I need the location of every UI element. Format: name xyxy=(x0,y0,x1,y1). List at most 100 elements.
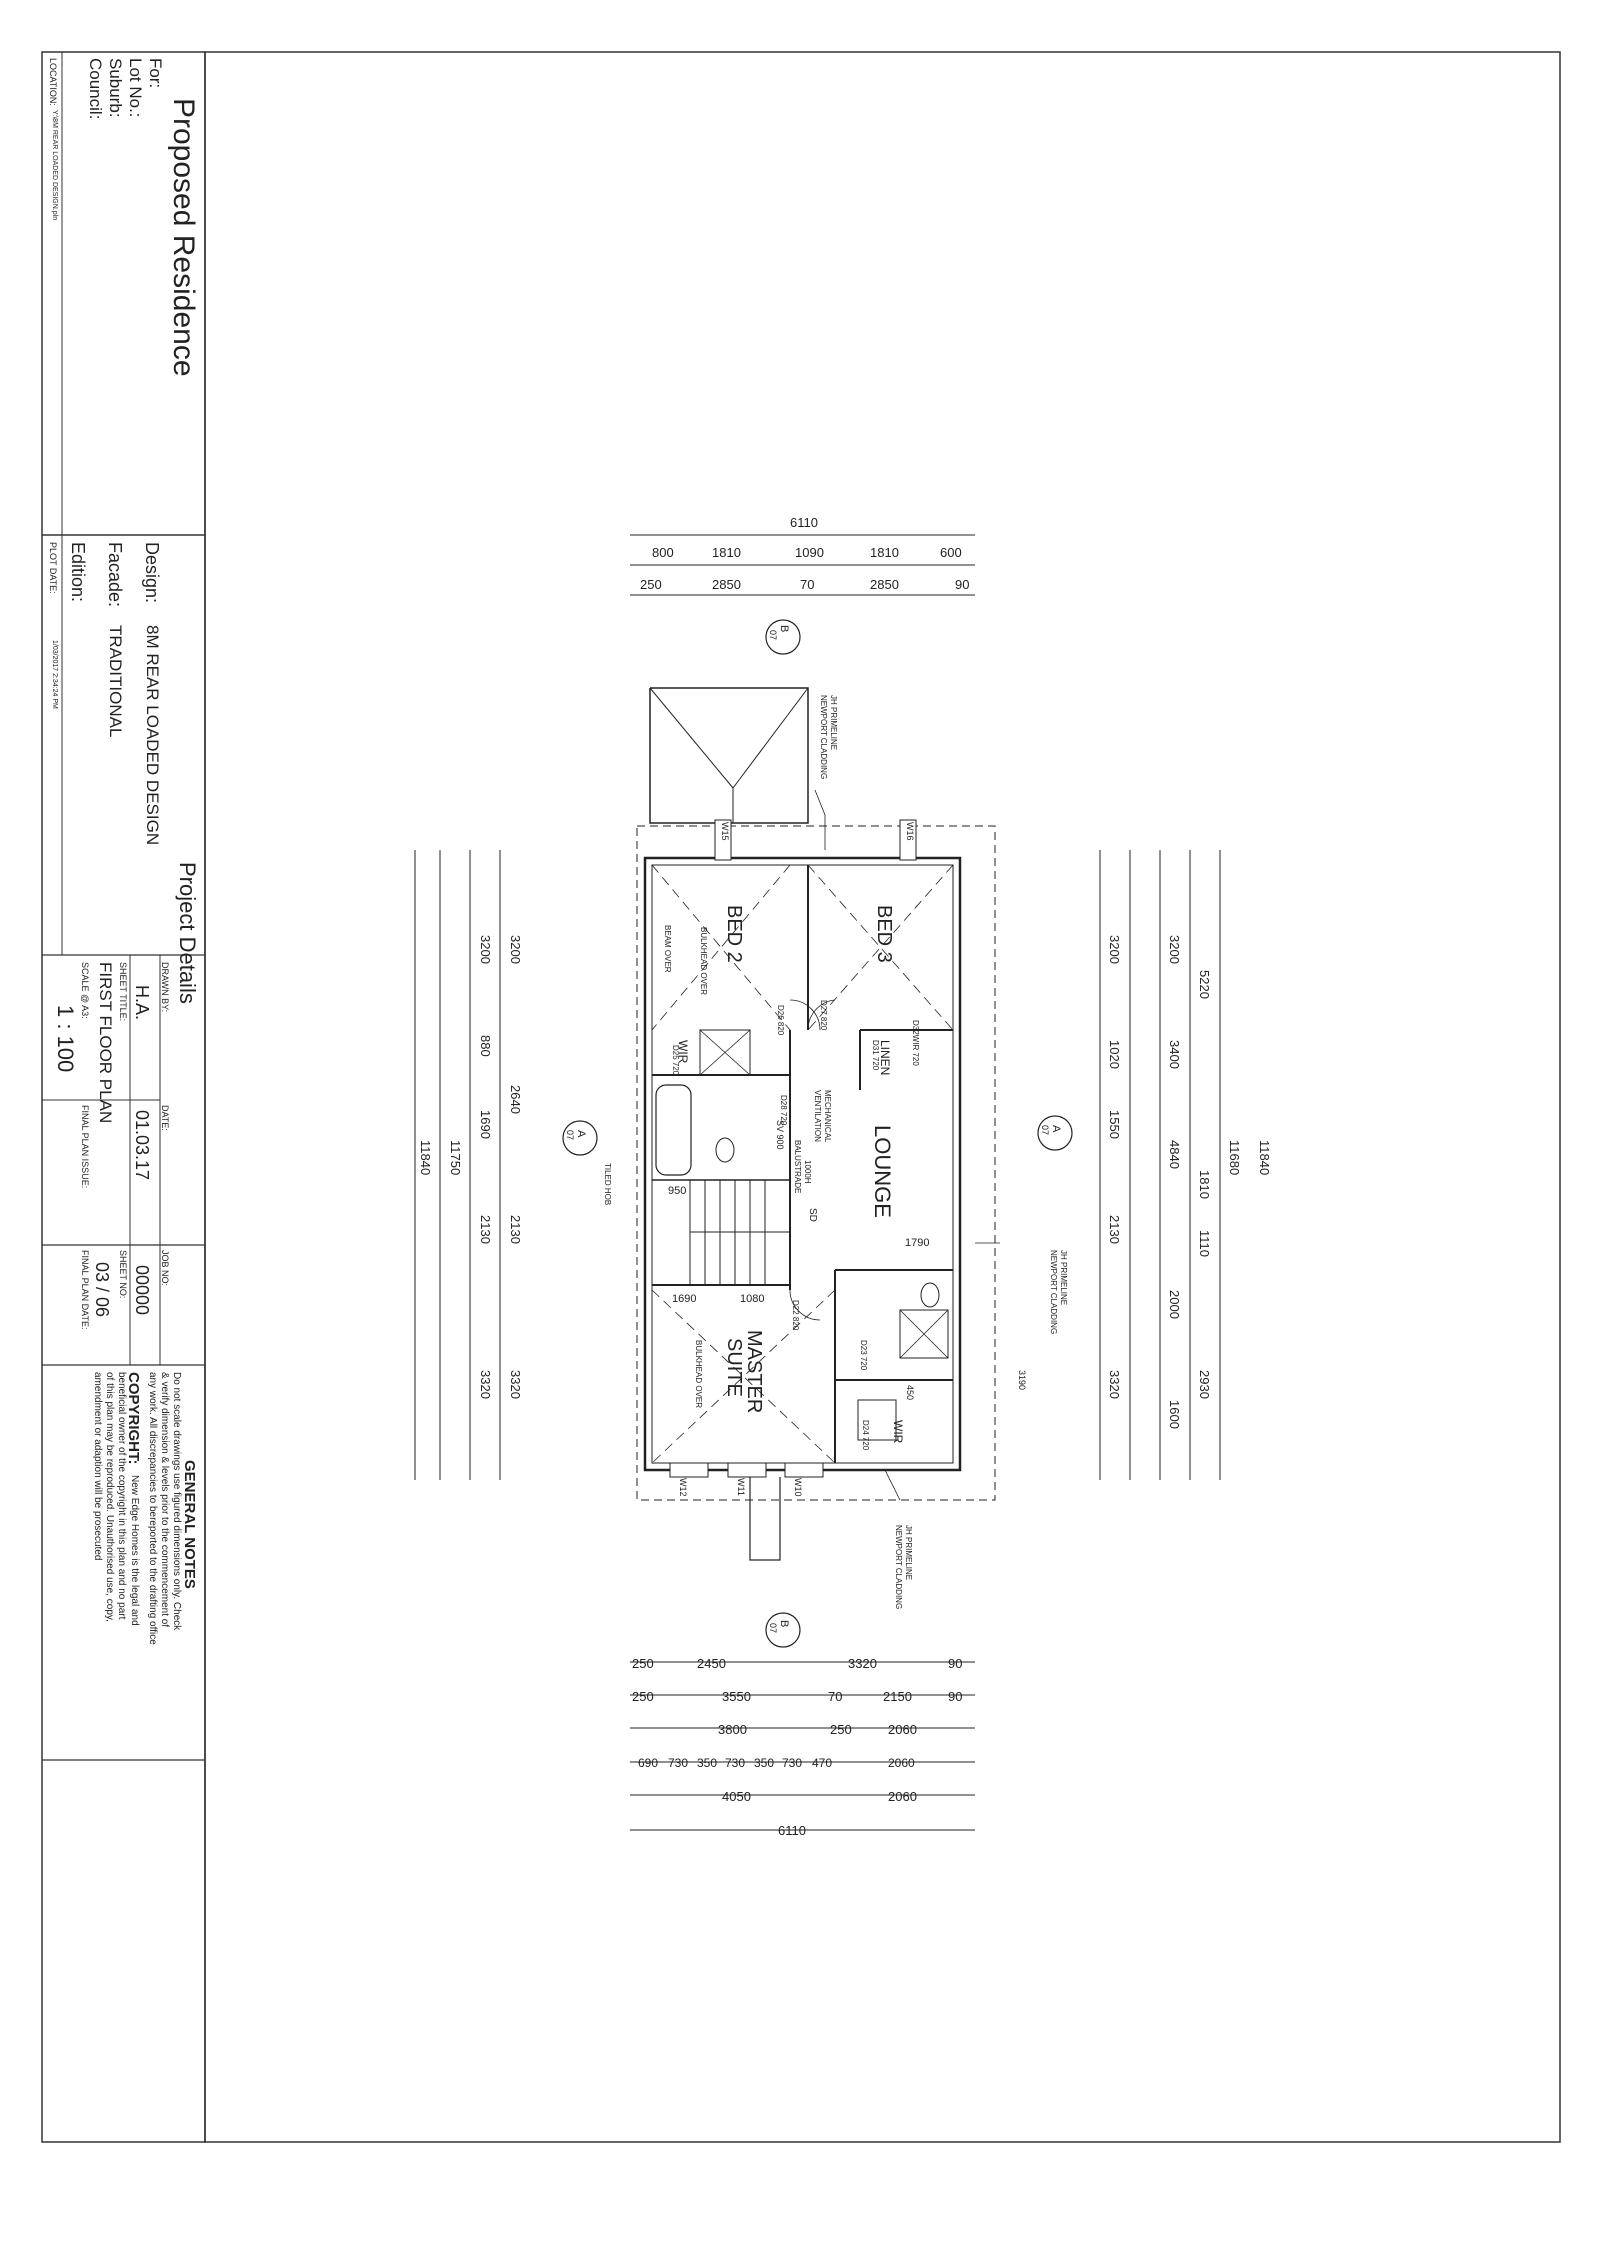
note-cladding-bottom-1: JH PRIMELINE xyxy=(904,1525,913,1581)
note-cladding-top-2: NEWPORT CLADDING xyxy=(819,695,828,780)
window-label-w15: W15 xyxy=(720,822,730,841)
section-b-bottom-sheet: 07 xyxy=(768,1623,778,1634)
dim-bot-r4-7: 2060 xyxy=(888,1756,915,1770)
note-cladding-top-1: JH PRIMELINE xyxy=(829,695,838,751)
section-a-left-sheet: 07 xyxy=(565,1130,575,1141)
copyright-line-4: amendment or adaption will be prosecuted xyxy=(92,1372,103,1561)
field-location: LOCATION: xyxy=(48,58,58,106)
door-d24: D24 720 xyxy=(861,1420,870,1451)
dim-right-c-1: 3200 xyxy=(1107,935,1122,964)
note-balustrade-1: 1000H xyxy=(803,1160,812,1184)
dim-bot-r4-6: 470 xyxy=(812,1756,833,1770)
dim-top-r2-0: 250 xyxy=(640,577,662,592)
project-title: Proposed Residence xyxy=(167,98,200,377)
dim-right-c-3: 1020 xyxy=(1107,1040,1122,1069)
drawn-by-label: DRAWN BY: xyxy=(160,962,170,1013)
room-wir-master: WIR xyxy=(891,1420,905,1444)
dim-bot-r2-1: 3550 xyxy=(722,1689,751,1704)
window-w16 xyxy=(899,819,917,861)
general-notes-line-2: & verify dimension & levels prior to the… xyxy=(159,1372,170,1628)
sheet-title-label: SHEET TITLE: xyxy=(118,962,128,1022)
dim-misc-450: 450 xyxy=(905,1385,915,1401)
dim-misc-950: 950 xyxy=(668,1185,687,1197)
copyright-line-1: New Edge Homes is the legal and xyxy=(129,1475,140,1626)
dim-top-r2-2: 70 xyxy=(800,577,815,592)
dim-right-b-6: 2000 xyxy=(1167,1290,1182,1319)
general-notes-heading: GENERAL NOTES xyxy=(181,1460,198,1589)
dim-bot-r1-0: 250 xyxy=(632,1656,654,1671)
dim-top-r2-1: 2850 xyxy=(712,577,741,592)
dim-bot-r1-1: 2450 xyxy=(697,1656,726,1671)
dim-left-b-4: 2130 xyxy=(508,1215,523,1244)
dim-left-b-1: 3200 xyxy=(508,935,523,964)
general-notes-line-3: any work. All discrepancies to bereporte… xyxy=(147,1372,158,1645)
window-w12 xyxy=(669,1462,709,1478)
facade-label: Facade: xyxy=(105,542,125,608)
dim-right-c-9: 3320 xyxy=(1107,1370,1122,1399)
room-linen: LINEN xyxy=(878,1040,892,1076)
title-block-border xyxy=(41,51,206,2143)
dim-bot-r2-0: 250 xyxy=(632,1689,654,1704)
sheet-no-label: SHEET NO: xyxy=(118,1250,128,1299)
note-balustrade-2: BALUSTRADE xyxy=(793,1140,802,1194)
dim-bot-r2-3: 2150 xyxy=(883,1689,912,1704)
dim-right-b-8: 1600 xyxy=(1167,1400,1182,1429)
design-value: 8M REAR LOADED DESIGN xyxy=(143,625,162,846)
dim-bot-r4-5: 730 xyxy=(782,1756,803,1770)
dim-misc-3190: 3190 xyxy=(1017,1370,1027,1391)
window-w15 xyxy=(714,819,732,861)
dim-right-a-5: 2930 xyxy=(1197,1370,1212,1399)
dim-bot-r3-0: 3800 xyxy=(718,1722,747,1737)
section-a-right-sheet: 07 xyxy=(1040,1125,1050,1136)
dim-right-c-7: 2130 xyxy=(1107,1215,1122,1244)
outer-border xyxy=(204,51,1561,2143)
dim-bot-r3-1: 250 xyxy=(830,1722,852,1737)
plot-date-value: 1/03/2017 2:34:24 PM xyxy=(51,640,58,709)
door-d32wir: D32WIR 720 xyxy=(911,1020,920,1066)
dim-top-r1-4: 600 xyxy=(940,545,962,560)
dimension-lines xyxy=(414,534,1221,1831)
note-mech-vent-1: MECHANICAL xyxy=(823,1090,832,1143)
room-bed2: BED 2 xyxy=(723,905,745,963)
general-notes-line-1: Do not scale drawings use figured dimens… xyxy=(171,1372,182,1631)
facade-value: TRADITIONAL xyxy=(106,625,125,738)
job-no-label: JOB NO: xyxy=(160,1250,170,1287)
dim-right-c-5: 1550 xyxy=(1107,1110,1122,1139)
job-no-value: 00000 xyxy=(132,1265,152,1316)
window-label-w10: W10 xyxy=(793,1478,803,1497)
dim-bot-r4-4: 350 xyxy=(754,1756,775,1770)
dim-misc-1690: 1690 xyxy=(672,1293,697,1305)
dim-top-overall: 6110 xyxy=(790,515,818,530)
note-bulkhead-over: BULKHEAD OVER xyxy=(694,1340,703,1409)
section-markers xyxy=(562,619,1073,1648)
dim-bot-r5-1: 2060 xyxy=(888,1789,917,1804)
note-cladding-right-2: NEWPORT CLADDING xyxy=(1049,1250,1058,1335)
scale-label: SCALE @ A3: xyxy=(80,962,90,1019)
room-master: MASTER xyxy=(743,1330,765,1414)
section-a-left-letter: A xyxy=(575,1130,587,1138)
dim-left-a-3: 880 xyxy=(478,1035,493,1057)
dim-right-b-1: 3200 xyxy=(1167,935,1182,964)
dim-top-r1-2: 1090 xyxy=(795,545,824,560)
dim-top-r1-0: 800 xyxy=(652,545,674,560)
field-for: For: xyxy=(146,58,165,89)
field-lot-no: Lot No.: xyxy=(126,58,145,118)
note-tiled-hob: TILED HOB xyxy=(603,1163,612,1206)
dim-bot-overall: 6110 xyxy=(778,1823,806,1838)
final-plan-date: FINAL PLAN DATE: xyxy=(80,1250,90,1330)
dim-bot-r4-3: 730 xyxy=(725,1756,746,1770)
door-d26: D26 820 xyxy=(776,1005,785,1036)
dim-top-r2-3: 2850 xyxy=(870,577,899,592)
dim-left-a-5: 1690 xyxy=(478,1110,493,1139)
door-d25: D25 720 xyxy=(671,1045,680,1076)
scale-value: 1 : 100 xyxy=(53,1005,78,1073)
dim-bot-r2-2: 70 xyxy=(828,1689,843,1704)
copyright-line-2: beneficial owner of the copyright in thi… xyxy=(116,1372,127,1620)
dim-left-b-6: 3320 xyxy=(508,1370,523,1399)
dim-left-a-1: 3200 xyxy=(478,935,493,964)
note-bulkhead-over-beam: BULKHEAD OVER xyxy=(699,927,708,996)
dim-left-a-7: 2130 xyxy=(478,1215,493,1244)
window-label-w12: W12 xyxy=(678,1478,688,1497)
dim-right-a-1: 5220 xyxy=(1197,970,1212,999)
window-label-w11: W11 xyxy=(736,1478,746,1496)
